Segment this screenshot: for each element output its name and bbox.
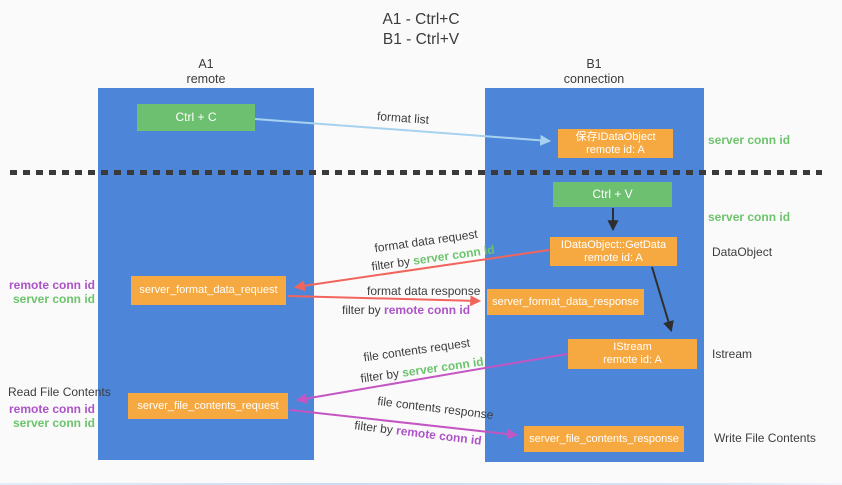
lane-a1-name: A1 [198,57,214,71]
diagram-title: A1 - Ctrl+C B1 - Ctrl+V [301,10,541,50]
annotation-dataobject: DataObject [712,245,773,259]
annotation-server-conn-id-1: server conn id [12,292,95,306]
edge-label-filter-remote-conn-id-2: filter by remote conn id [354,418,483,448]
node-server-file-contents-request: server_file_contents_request [128,393,288,419]
session-divider-dotted-line [10,170,822,175]
annotation-conn-id-pair-1: remote conn id server conn id [0,278,95,306]
node-istream-line1: IStream [613,341,652,353]
node-idataobject-getdata-line1: IDataObject::GetData [560,238,667,251]
window-bottom-edge [0,483,842,485]
node-save-idataobject: 保存IDataObject remote id: A [558,129,673,158]
node-server-format-data-request: server_format_data_request [131,276,286,305]
node-idataobject-getdata-line2: remote id: A [584,251,643,264]
node-istream: IStream remote id: A [568,339,697,369]
filter-key-remote-conn-id: remote conn id [384,303,471,317]
annotation-server-conn-id-mid: server conn id [708,210,791,224]
edge-label-format-list: format list [376,109,430,127]
node-ctrl-c: Ctrl + C [137,104,255,131]
annotation-write-file-contents: Write File Contents [714,431,816,445]
node-idataobject-getdata: IDataObject::GetData remote id: A [550,237,677,266]
lane-b1-name: B1 [586,57,602,71]
filter-prefix: filter by [359,366,400,386]
title-line-2: B1 - Ctrl+V [382,31,460,48]
annotation-server-conn-id-top: server conn id [708,133,791,147]
node-istream-line2: remote id: A [603,354,662,366]
filter-prefix: filter by [342,303,381,317]
node-ctrl-v: Ctrl + V [553,182,672,207]
node-server-format-data-response: server_format_data_response [487,289,644,315]
edge-label-filter-remote-conn-id-1: filter by remote conn id [342,303,470,317]
edge-label-file-contents-response: file contents response [376,393,495,423]
lane-a1-subtitle: remote [186,72,226,86]
filter-prefix: filter by [370,254,411,274]
annotation-conn-id-pair-2: remote conn id server conn id [0,402,95,430]
annotation-remote-conn-id-2: remote conn id [8,402,95,416]
filter-key-remote-conn-id: remote conn id [395,423,483,448]
node-save-idataobject-line2: remote id: A [586,143,645,156]
filter-prefix: filter by [353,418,394,437]
edge-label-format-data-response: format data response [367,284,481,298]
title-line-1: A1 - Ctrl+C [382,11,460,28]
annotation-istream: Istream [712,347,753,361]
lane-header-b1: B1 connection [534,57,654,87]
lane-header-a1: A1 remote [146,57,266,87]
filter-key-server-conn-id: server conn id [401,354,485,380]
node-server-file-contents-response: server_file_contents_response [524,426,684,452]
annotation-read-file-contents: Read File Contents [8,385,111,399]
node-save-idataobject-line1: 保存IDataObject [575,130,656,143]
lane-b1-subtitle: connection [563,72,625,86]
annotation-server-conn-id-2: server conn id [12,416,95,430]
annotation-remote-conn-id-1: remote conn id [8,278,95,292]
